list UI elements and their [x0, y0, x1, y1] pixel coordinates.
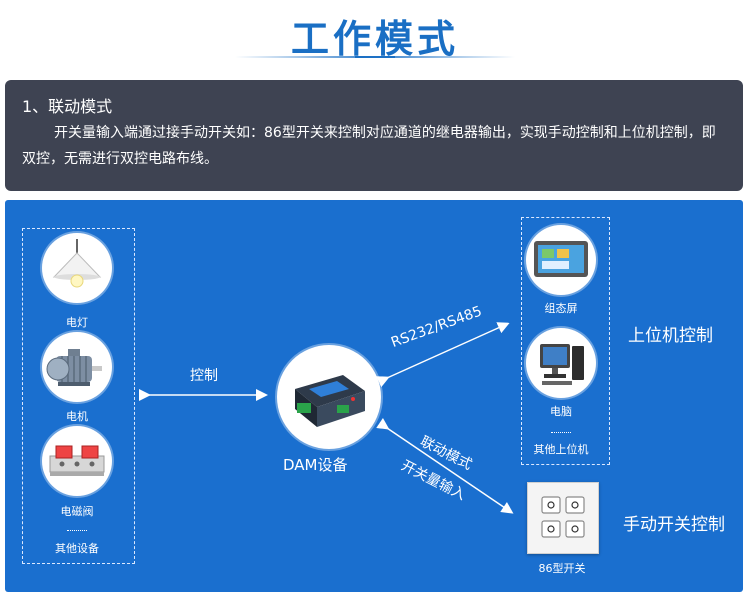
- separator-dots: [551, 432, 571, 433]
- upper-computer-group: [521, 217, 610, 465]
- diagram-panel: 电灯 电机 电磁阀 其他设备: [5, 200, 743, 592]
- switch-arrow: [376, 417, 514, 514]
- touch-screen-label: 组态屏: [544, 302, 578, 315]
- wall-switch-label: 86型开关: [538, 562, 586, 575]
- motor-label: 电机: [66, 410, 88, 423]
- computer-icon: [526, 328, 596, 398]
- lamp-icon: [42, 233, 112, 303]
- other-host-label: 其他上位机: [533, 443, 589, 456]
- lamp-label: 电灯: [66, 316, 88, 329]
- wall-switch-icon: [527, 482, 599, 554]
- dam-device-icon: [277, 345, 381, 449]
- page-title: 工作模式: [290, 17, 459, 61]
- manual-control-caption: 手动开关控制: [623, 515, 725, 535]
- separator-dots: [67, 530, 87, 531]
- motor-icon: [42, 332, 112, 402]
- upper-control-caption: 上位机控制: [628, 326, 713, 346]
- dam-device-label: DAM设备: [283, 456, 348, 474]
- connection-arrows: [139, 322, 514, 514]
- title-underline-right: [355, 56, 515, 58]
- intro-body: 开关量输入端通过接手动开关如：86型开关来控制对应通道的继电器输出，实现手动控制…: [22, 125, 716, 167]
- other-devices-label: 其他设备: [55, 542, 99, 555]
- intro-heading: 1、联动模式: [22, 97, 113, 116]
- computer-label: 电脑: [550, 405, 572, 418]
- title-underline-left: [235, 56, 395, 58]
- device-group: [22, 228, 135, 564]
- valve-label: 电磁阀: [60, 505, 94, 518]
- solenoid-valve-icon: [42, 426, 112, 496]
- control-label: 控制: [190, 368, 218, 384]
- serial-arrow: [376, 322, 510, 388]
- intro-box: 1、联动模式 开关量输入端通过接手动开关如：86型开关来控制对应通道的继电器输出…: [5, 80, 743, 191]
- touch-screen-icon: [526, 225, 596, 295]
